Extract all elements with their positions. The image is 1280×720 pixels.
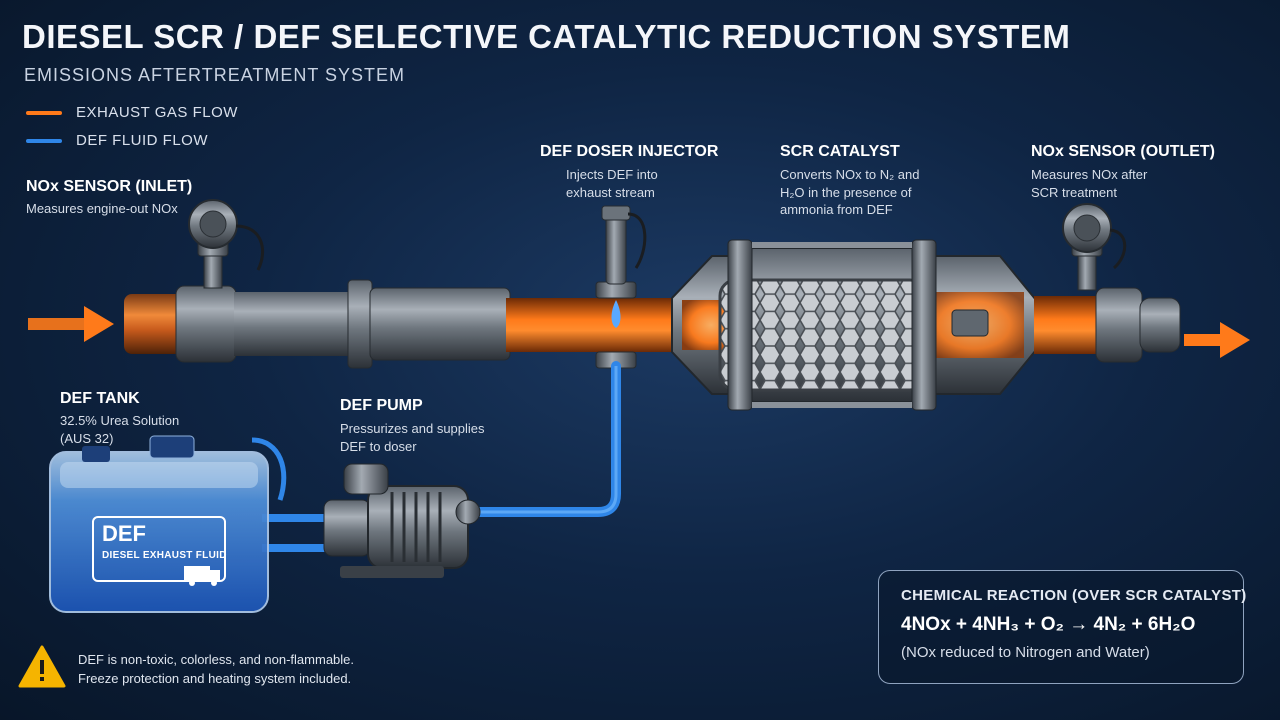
doser-desc: Injects DEF into exhaust stream xyxy=(566,167,658,200)
nox-inlet-title: NOx SENSOR (INLET) xyxy=(26,178,193,195)
label-def-pump: DEF PUMP Pressurizes and supplies DEF to… xyxy=(340,397,485,455)
legend-def: DEF FLUID FLOW xyxy=(26,132,208,149)
warning-triangle-icon xyxy=(18,645,66,688)
legend-exhaust-label: EXHAUST GAS FLOW xyxy=(76,104,238,121)
label-nox-outlet: NOx SENSOR (OUTLET) Measures NOx after S… xyxy=(1031,143,1215,201)
inlet-sensor-collar xyxy=(175,285,237,363)
reaction-heading: CHEMICAL REACTION (OVER SCR CATALYST) xyxy=(901,587,1247,604)
def-tank-title: DEF TANK xyxy=(60,390,140,407)
nox-outlet-title: NOx SENSOR (OUTLET) xyxy=(1031,143,1216,160)
reaction-note: (NOx reduced to Nitrogen and Water) xyxy=(901,644,1150,661)
legend-def-swatch xyxy=(26,138,62,143)
reaction-equation: 4NOx + 4NH₃ + O₂ → 4N₂ + 6H₂O xyxy=(901,614,1196,635)
reaction-panel: CHEMICAL REACTION (OVER SCR CATALYST) 4N… xyxy=(878,570,1247,684)
exhaust-outlet-arrow xyxy=(1184,322,1250,358)
warning-text: DEF is non-toxic, colorless, and non-fla… xyxy=(78,652,355,686)
scr-desc: Converts NOx to N₂ and H₂O in the presen… xyxy=(780,167,920,218)
inlet-pipe xyxy=(124,294,184,354)
def-supply-line xyxy=(465,361,621,517)
page-subtitle: EMISSIONS AFTERTREATMENT SYSTEM xyxy=(24,65,406,85)
legend-def-label: DEF FLUID FLOW xyxy=(76,132,209,149)
def-badge-small: DIESEL EXHAUST FLUID xyxy=(102,550,227,562)
inlet-section-pipe xyxy=(234,292,352,356)
def-tank xyxy=(49,435,269,613)
nox-inlet-desc: Measures engine-out NOx xyxy=(26,201,178,216)
legend-exhaust: EXHAUST GAS FLOW xyxy=(26,104,238,121)
def-tank-badge: DEF DIESEL EXHAUST FLUID xyxy=(92,516,226,582)
def-pump-title: DEF PUMP xyxy=(340,397,423,414)
label-nox-inlet: NOx SENSOR (INLET) Measures engine-out N… xyxy=(26,178,192,218)
outlet-pipe xyxy=(1034,296,1104,354)
def-pump xyxy=(323,463,481,578)
def-droplet-icon xyxy=(611,300,621,328)
def-doser-injector xyxy=(595,205,647,328)
nox-outlet-desc: Measures NOx after SCR treatment xyxy=(1031,167,1148,200)
exhaust-inlet-arrow xyxy=(28,306,114,342)
doser-title: DEF DOSER INJECTOR xyxy=(540,143,719,160)
label-doser: DEF DOSER INJECTOR Injects DEF into exha… xyxy=(540,143,718,201)
mixer-pipe xyxy=(369,287,511,361)
hot-mixing-pipe xyxy=(506,298,676,352)
truck-icon xyxy=(184,566,210,580)
outlet-sensor-collar xyxy=(1095,287,1143,363)
legend-exhaust-swatch xyxy=(26,110,62,115)
flange-1 xyxy=(347,279,373,369)
scr-title: SCR CATALYST xyxy=(780,143,900,160)
nox-sensor-outlet xyxy=(1062,203,1127,291)
nox-sensor-inlet xyxy=(188,199,265,289)
def-badge-big: DEF xyxy=(102,521,146,546)
def-pump-desc: Pressurizes and supplies DEF to doser xyxy=(340,421,485,454)
label-scr: SCR CATALYST Converts NOx to N₂ and H₂O … xyxy=(780,143,919,219)
label-def-tank: DEF TANK 32.5% Urea Solution (AUS 32) xyxy=(60,390,179,447)
page-title: DIESEL SCR / DEF SELECTIVE CATALYTIC RED… xyxy=(22,18,1071,55)
outlet-tip xyxy=(1139,297,1181,353)
def-tank-desc: 32.5% Urea Solution (AUS 32) xyxy=(60,413,180,446)
scr-catalyst-canister xyxy=(671,239,1037,411)
